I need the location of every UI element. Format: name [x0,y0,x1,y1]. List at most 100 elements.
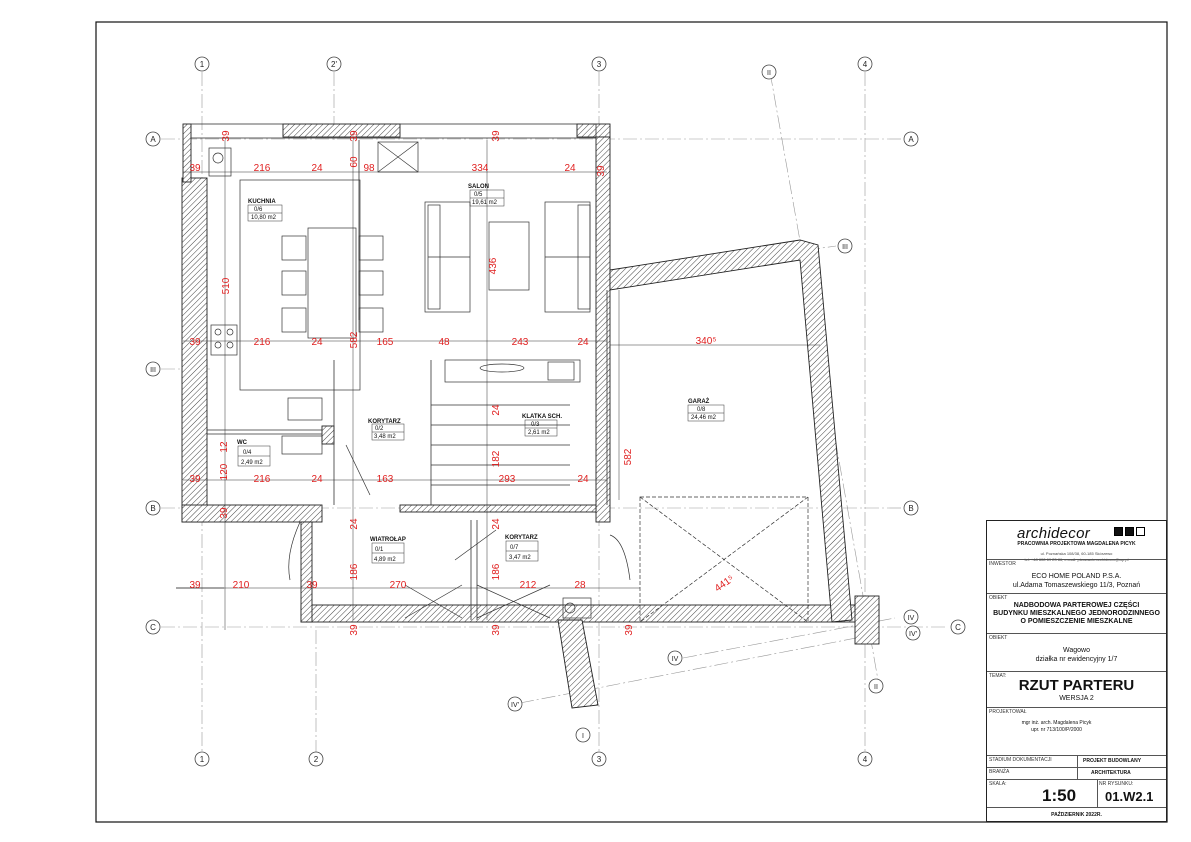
investor-label: INWESTOR [989,561,1016,567]
dim-text: 39 [189,580,201,591]
investor-row: INWESTOR ECO HOME POLAND P.S.A. ul.Adama… [987,559,1166,601]
dim-text: 12 [219,441,230,453]
site-label: OBIEKT [989,635,1008,641]
designer-label: PROJEKTOWAŁ [989,709,1027,715]
object-row: OBIEKT NADBODOWA PARTEROWEJ CZĘŚCI BUDYN… [987,593,1166,633]
room-area: 3,47 m2 [509,555,531,561]
object-line-1: NADBODOWA PARTEROWEJ CZĘŚCI [1013,602,1140,609]
dim-text: 39 [189,474,201,485]
drawing-version: WERSJA 2 [1059,695,1094,702]
site-line-2: działka nr ewidencyjny 1/7 [1035,656,1118,663]
dim-text: 39 [349,624,360,636]
dim-text: 120 [219,463,230,480]
room-name: KUCHNIA [248,199,276,205]
dim-text: 24 [311,337,323,348]
grid-roman-ivp-bottom: IV' [511,702,519,709]
grid-roman-iv-right: IV [908,615,915,622]
room-name: KORYTARZ [368,419,401,425]
room-salon: SALON 0/5 19,61 m2 [468,184,505,207]
dim-text: 216 [254,337,271,348]
dimension-texts: 39 39 39 39 216 24 60 98 334 24 39 510 4… [189,130,736,636]
room-wc: WC 0/4 2,49 m2 [237,440,271,467]
site-line-1: Wagowo [1063,647,1090,654]
dim-text: 39 [189,337,201,348]
designer-name: mgr inż. arch. Magdalena Picyk [1021,720,1092,726]
room-garaz: GARAŻ 0/8 24,46 m2 [687,398,725,422]
dim-text: 39 [491,624,502,636]
logo-square-icon [1114,527,1123,536]
object-line-3: O POMIESZCZENIE MIESZKALNE [1020,618,1133,625]
room-wiatrolap: WIATROŁAP 0/1 4,89 m2 [370,537,406,564]
branch-label: BRANŻA [989,769,1010,775]
investor-address: ul.Adama Tomaszewskiego 11/3, Poznań [1012,582,1141,589]
branch-row: BRANŻA ARCHITEKTURA [987,767,1166,779]
grid-row-b-left: B [150,504,155,513]
dim-text: 28 [574,580,586,591]
dim-text: 24 [311,474,323,485]
room-number: 0/1 [375,547,384,553]
grid-roman-iii: III [842,244,848,251]
grid-col-3: 3 [597,60,602,69]
room-area: 24,46 m2 [691,415,717,421]
dim-text: 24 [577,474,589,485]
designer-license: upr. nr 713/100/P/2000 [1031,727,1082,733]
room-number: 0/5 [474,192,483,198]
scale-divider [1097,780,1098,807]
dim-text: 582 [349,331,360,348]
grid-roman-ii-bottom: II [874,684,878,691]
site-row: OBIEKT Wagowo działka nr ewidencyjny 1/7 [987,633,1166,671]
dim-text: 39 [596,165,607,177]
dim-text: 340⁵ [696,336,717,347]
dim-text: 24 [491,404,502,416]
room-area: 2,61 m2 [528,430,550,436]
grid-col-4: 4 [863,60,868,69]
room-area: 4,89 m2 [374,557,396,563]
logo-square-icon [1125,527,1134,536]
dim-text: 182 [491,450,502,467]
stage-label: STADIUM DOKUMENTACJI [989,757,1052,763]
company-address: ul. Poznańska 108/38, 60-185 Skórzewo [1040,551,1113,556]
dim-text: 39 [219,507,230,519]
company-name: archidecor [1017,525,1091,542]
object-label: OBIEKT [989,595,1008,601]
grid-roman-ii-top: II [767,70,771,77]
company-subtitle: PRACOWNIA PROJEKTOWA MAGDALENA PICYK [1017,541,1136,547]
stage-divider [1077,756,1078,767]
room-korytarz-1: KORYTARZ 0/2 3,48 m2 [368,419,405,441]
room-area: 19,61 m2 [472,200,498,206]
grid-col-3-bottom: 3 [597,755,602,764]
grid-col-1: 1 [200,60,205,69]
grid-row-b-right: B [908,504,913,513]
grid-roman-i: I [582,733,584,740]
room-name: KORYTARZ [505,535,538,541]
drawing-date: PAŹDZIERNIK 2022R. [1051,812,1102,818]
sheet-frame [95,21,1168,823]
furniture [176,141,809,623]
dim-text: 24 [577,337,589,348]
grid-bubble-labels: 1 2' 3 4 1 2 3 4 A A B B C C III II III … [150,60,961,764]
grid-row-c-left: C [150,623,156,632]
dim-text: 39 [221,130,232,142]
room-number: 0/8 [697,407,706,413]
dim-text: 39 [306,580,318,591]
room-number: 0/7 [510,545,519,551]
dim-text: 216 [254,474,271,485]
drawing-topic: RZUT PARTERU [1018,677,1135,694]
room-klatka: KLATKA SCH. 0/3 2,61 m2 [522,414,562,437]
room-number: 0/2 [375,426,384,432]
dim-text: 163 [377,474,394,485]
drawing-number-label: NR RYSUNKU: [1099,781,1134,787]
room-labels: KUCHNIA 0/6 10,80 m2 SALON 0/5 19,61 m2 … [237,184,725,564]
dim-text: 39 [624,624,635,636]
logo-area: archidecor PRACOWNIA PROJEKTOWA MAGDALEN… [987,521,1166,571]
branch-divider [1077,768,1078,779]
topic-label: TEMAT: [989,673,1007,679]
designer-row: PROJEKTOWAŁ mgr inż. arch. Magdalena Pic… [987,707,1166,755]
dim-text: 210 [233,580,250,591]
dimension-lines [176,140,820,630]
dim-text: 48 [438,337,450,348]
dim-text: 24 [491,518,502,530]
grid-col-1-bottom: 1 [200,755,205,764]
dim-text: 39 [189,163,201,174]
